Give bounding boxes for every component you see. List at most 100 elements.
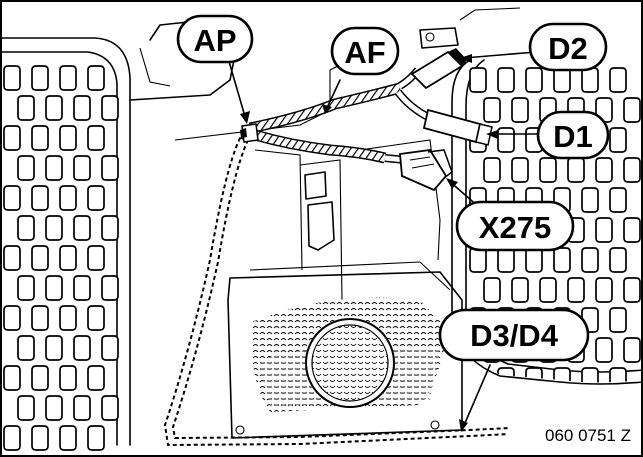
callout-d2: D2 [528, 22, 608, 72]
callout-d2-label: D2 [548, 31, 588, 66]
perforation-hole [87, 365, 105, 391]
perforation-hole [497, 67, 515, 93]
leader-lines [227, 51, 541, 432]
perforation-hole [595, 277, 613, 303]
figure-reference: 060 0751 Z [545, 426, 631, 445]
connector-d1 [422, 108, 493, 146]
perforation-hole [45, 95, 63, 121]
perforation-hole [17, 215, 35, 241]
callout-d3-d4: D3/D4 [438, 308, 590, 362]
perforation-hole [511, 157, 529, 183]
perforation-hole [101, 95, 119, 121]
perforation-hole [3, 185, 21, 211]
perforation-hole [3, 245, 21, 271]
perforation-hole [623, 337, 641, 363]
perforation-hole [73, 335, 91, 361]
perforation-hole [623, 217, 641, 243]
perforation-hole [31, 305, 49, 331]
perforation-hole [17, 395, 35, 421]
perforation-hole [87, 425, 105, 451]
perforation-hole [45, 395, 63, 421]
perforation-hole [59, 125, 77, 151]
callout-d1: D1 [536, 110, 610, 160]
perforation-hole [539, 157, 557, 183]
perforation-hole [609, 367, 627, 383]
perforation-hole [59, 65, 77, 91]
speaker [227, 271, 463, 439]
callout-af-label: AF [344, 35, 385, 70]
connector-x275 [399, 149, 453, 192]
perforation-hole [539, 277, 557, 303]
perforation-hole [595, 217, 613, 243]
perforation-hole [483, 277, 501, 303]
perforation-hole [87, 65, 105, 91]
perforation-hole [3, 305, 21, 331]
perforation-hole [59, 365, 77, 391]
callout-af: AF [330, 26, 400, 76]
perforation-hole [59, 425, 77, 451]
perforation-hole [45, 215, 63, 241]
left-panel [0, 21, 239, 451]
perforation-hole [623, 97, 641, 123]
perforation-hole [553, 247, 571, 273]
perforation-hole [73, 95, 91, 121]
perforation-hole [31, 365, 49, 391]
perforation-hole [609, 67, 627, 93]
perforation-hole [553, 67, 571, 93]
connector-d2 [410, 48, 467, 90]
perforation-hole [3, 365, 21, 391]
perforation-hole [581, 367, 599, 383]
perforation-hole [553, 367, 571, 383]
perforation-hole [45, 155, 63, 181]
callout-x275: X275 [455, 200, 575, 252]
perforation-hole [3, 425, 21, 451]
perforation-hole [3, 65, 21, 91]
perforation-hole [483, 157, 501, 183]
perforation-hole [31, 425, 49, 451]
callout-d3-d4-label: D3/D4 [470, 318, 559, 353]
callout-ap: AP [176, 14, 254, 64]
perforation-hole [609, 187, 627, 213]
perforation-hole [469, 247, 487, 273]
perforation-hole [17, 335, 35, 361]
perforation-hole [45, 335, 63, 361]
perforation-hole [581, 187, 599, 213]
callout-x275-label: X275 [479, 210, 551, 245]
perforation-hole [31, 185, 49, 211]
perforation-hole [511, 277, 529, 303]
perforation-hole [609, 127, 627, 153]
perforation-hole [73, 155, 91, 181]
perforation-hole [45, 275, 63, 301]
perforation-hole [567, 277, 585, 303]
perforation-hole [59, 245, 77, 271]
perforation-hole [101, 335, 119, 361]
perforation-hole [73, 275, 91, 301]
perforation-hole [87, 185, 105, 211]
perforation-hole [511, 97, 529, 123]
perforation-hole [17, 275, 35, 301]
perforation-hole [31, 65, 49, 91]
perforation-hole [73, 215, 91, 241]
perforation-hole [59, 305, 77, 331]
perforation-hole [101, 215, 119, 241]
perforation-hole [73, 395, 91, 421]
perforation-hole [595, 337, 613, 363]
perforation-hole [3, 125, 21, 151]
perforation-hole [87, 305, 105, 331]
perforation-hole [567, 157, 585, 183]
perforation-hole [623, 157, 641, 183]
perforation-hole [59, 185, 77, 211]
perforation-hole [525, 247, 543, 273]
callout-ap-label: AP [193, 23, 236, 58]
perforation-hole [87, 125, 105, 151]
perforation-hole [609, 247, 627, 273]
perforation-hole [31, 125, 49, 151]
perforation-hole [17, 95, 35, 121]
perforation-hole [581, 247, 599, 273]
perforation-hole [101, 275, 119, 301]
perforation-hole [581, 67, 599, 93]
perforation-hole [469, 67, 487, 93]
perforation-hole [17, 155, 35, 181]
